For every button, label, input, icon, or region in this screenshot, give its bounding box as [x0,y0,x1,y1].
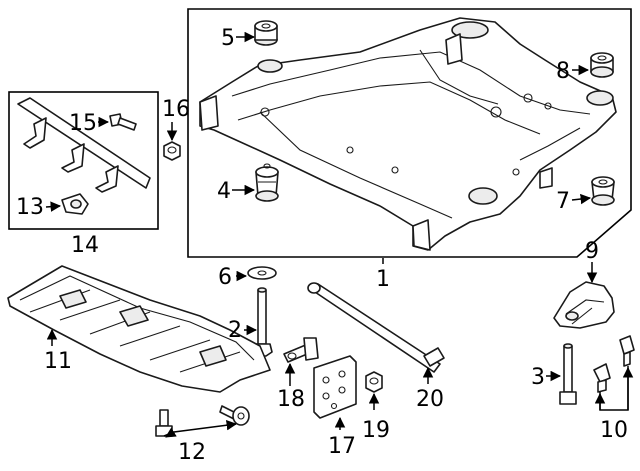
callout-18: 18 [277,387,305,412]
nut-16[interactable] [163,141,181,161]
stabilizer-rod[interactable] [307,282,445,373]
leader-lines [45,31,634,438]
callout-9: 9 [585,239,599,264]
shield-bolt-b[interactable] [219,405,250,426]
callout-5: 5 [221,26,235,51]
callout-10: 10 [600,418,628,443]
push-clip-a[interactable] [593,363,611,393]
callout-11: 11 [44,349,72,374]
callout-13: 13 [16,195,44,220]
callout-6: 6 [218,265,232,290]
brace-bushing[interactable] [61,193,89,215]
nut-19[interactable] [365,371,383,393]
push-clip-b[interactable] [619,335,635,367]
splash-shield[interactable] [7,265,271,393]
callout-12: 12 [178,440,206,465]
callout-20: 20 [416,387,444,412]
mounting-plate[interactable] [313,355,357,419]
callout-4: 4 [217,179,231,204]
subframe-crossmember[interactable] [199,17,617,251]
shield-bolt-a[interactable] [155,409,173,437]
callout-labels: 1 2 3 4 5 6 7 8 9 10 11 12 13 14 15 16 1… [16,26,628,465]
callout-19: 19 [362,418,390,443]
bushing-upper-rear[interactable] [590,52,614,78]
callout-1: 1 [376,267,390,292]
brace-kit-group-frame [8,91,159,230]
callout-7: 7 [556,189,570,214]
cross-brace[interactable] [17,97,151,193]
callout-8: 8 [556,59,570,84]
retainer-clip[interactable] [283,337,319,363]
callout-3: 3 [531,365,545,390]
callout-2: 2 [228,318,242,343]
shield-bracket[interactable] [553,281,615,329]
callout-15: 15 [69,111,97,136]
callout-17: 17 [328,434,356,459]
bushing-upper-front[interactable] [254,20,278,46]
mount-bolt[interactable] [559,343,577,405]
bushing-lower-rear[interactable] [591,176,615,206]
subframe-group-frame [187,8,632,258]
brace-bolt[interactable] [109,113,137,131]
washer[interactable] [247,266,277,280]
callout-16: 16 [162,97,190,122]
callout-14: 14 [71,233,99,258]
bushing-lower-front[interactable] [255,163,279,202]
